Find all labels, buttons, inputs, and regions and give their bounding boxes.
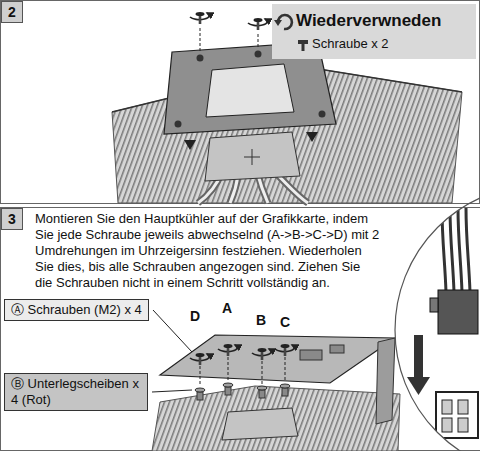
box-heading: Ⓑ Unterlegscheiben x 4 (Rot) bbox=[11, 376, 141, 408]
box-heading: Wiederverwneden bbox=[296, 11, 468, 31]
standoff bbox=[259, 390, 265, 398]
part-callout: Ⓑ Unterlegscheiben x 4 (Rot) bbox=[4, 373, 148, 411]
heatsink bbox=[222, 408, 298, 440]
heat-pipe bbox=[258, 175, 268, 203]
washer bbox=[195, 383, 290, 392]
leader-line bbox=[153, 310, 192, 352]
guide-line bbox=[200, 28, 201, 52]
screw bbox=[252, 348, 271, 360]
screw bbox=[190, 353, 209, 365]
graphics-card bbox=[160, 335, 395, 424]
screw-letter: A bbox=[222, 300, 232, 316]
box-heading: 2 bbox=[8, 3, 16, 21]
guide-line bbox=[285, 357, 286, 382]
guide-line bbox=[200, 28, 258, 52]
instruction-text: Montieren Sie den Hauptkühler auf der Gr… bbox=[35, 211, 380, 291]
down-arrow bbox=[184, 140, 196, 150]
standoff bbox=[197, 387, 288, 400]
screw-icon bbox=[302, 44, 305, 51]
mounting-bracket bbox=[206, 64, 294, 117]
washer bbox=[195, 388, 205, 392]
mounting-bracket bbox=[255, 51, 262, 58]
connector-inset bbox=[450, 208, 454, 292]
step-number: 3 bbox=[1, 208, 23, 230]
connector-inset bbox=[436, 392, 478, 438]
standoff bbox=[225, 387, 231, 395]
connector-inset bbox=[458, 400, 468, 414]
graphics-card bbox=[300, 350, 322, 360]
box-heading: 3 bbox=[8, 210, 16, 228]
connector-inset bbox=[466, 208, 470, 292]
contact-plate bbox=[205, 132, 300, 181]
screw bbox=[248, 18, 267, 30]
screw bbox=[190, 12, 209, 24]
screw-letter: B bbox=[256, 312, 266, 328]
down-arrow bbox=[306, 132, 318, 142]
washer bbox=[257, 386, 267, 390]
down-arrow bbox=[184, 132, 318, 150]
connector-inset bbox=[407, 377, 430, 395]
screw-letter: C bbox=[280, 314, 290, 330]
guide-line bbox=[258, 34, 259, 48]
mounting-bracket bbox=[197, 55, 204, 62]
connector-inset bbox=[458, 208, 462, 292]
screw-letter: D bbox=[190, 308, 200, 324]
washer bbox=[223, 383, 233, 387]
graphics-card bbox=[160, 335, 395, 383]
guide-line bbox=[200, 366, 201, 386]
part-callout: Ⓐ Schrauben (M2) x 4 bbox=[4, 299, 149, 321]
guide-line bbox=[200, 357, 285, 386]
guide-line bbox=[262, 361, 263, 384]
heatsink bbox=[152, 386, 400, 451]
screw bbox=[218, 344, 237, 356]
connector-inset bbox=[442, 400, 452, 414]
standoff bbox=[282, 388, 288, 396]
box-heading: Ⓐ Schrauben (M2) x 4 bbox=[11, 302, 142, 318]
box-text: Schraube x 2 bbox=[312, 36, 468, 52]
panel-frame bbox=[1, 208, 480, 451]
heatsink bbox=[152, 386, 400, 451]
mounting-bracket bbox=[175, 121, 182, 128]
guide-line bbox=[228, 357, 229, 381]
connector-inset bbox=[442, 208, 470, 292]
graphics-card bbox=[376, 338, 395, 424]
contact-plate bbox=[205, 132, 300, 181]
connector-inset bbox=[414, 335, 423, 377]
panel-frame bbox=[1, 1, 480, 204]
contact-plate bbox=[244, 157, 260, 158]
recycle-icon bbox=[274, 20, 282, 26]
leader-line bbox=[152, 390, 192, 392]
reuse-box: WiederverwnedenSchraube x 2 bbox=[272, 4, 476, 59]
connector-inset bbox=[430, 298, 438, 312]
heat-pipe bbox=[258, 175, 268, 203]
inset-circle bbox=[395, 185, 480, 451]
washer bbox=[280, 384, 290, 388]
standoff bbox=[197, 392, 203, 400]
connector-inset bbox=[438, 290, 478, 334]
screw-icon bbox=[298, 40, 308, 44]
connector-inset bbox=[458, 418, 468, 432]
mounting-bracket bbox=[319, 111, 326, 118]
connector-inset bbox=[442, 418, 452, 432]
step-number: 2 bbox=[1, 1, 23, 23]
screw bbox=[275, 344, 294, 356]
graphics-card bbox=[330, 345, 344, 353]
